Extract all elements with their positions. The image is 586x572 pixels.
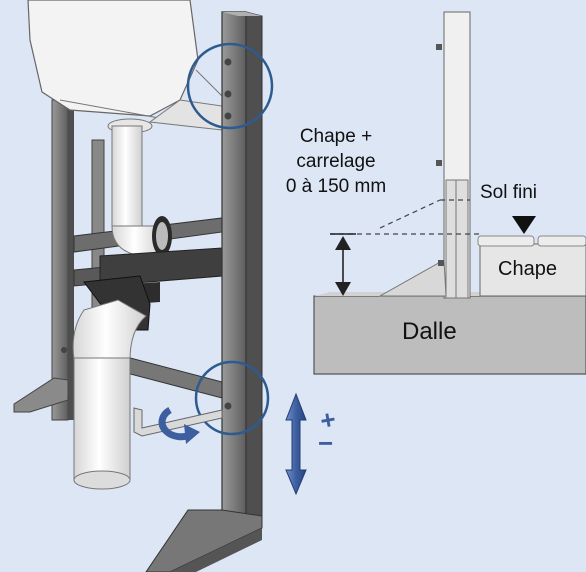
slab-label: Dalle [402,318,457,345]
screed-tile-line-3: 0 à 150 mm [285,176,387,197]
screed-label: Chape [498,258,557,280]
dimension-lines [330,199,480,235]
right-post [145,11,263,572]
screed-tile-label: Chape + carrelage 0 à 150 mm [268,124,404,199]
allen-key-icon [133,407,223,437]
finished-floor-marker-icon [512,216,536,234]
screws [61,58,232,410]
screed-tile-line-1: Chape + [299,126,373,147]
flush-pipe [107,118,172,257]
svg-text:+: + [318,404,338,436]
screed-tile-line-2: carrelage [296,151,376,172]
detail-circle-top [186,42,274,130]
cistern [27,0,223,131]
height-adjust-icon: + − [285,392,338,496]
left-post [13,99,74,421]
finished-floor-label: Sol fini [480,182,538,203]
section-post [378,11,471,299]
drain-bend [72,275,151,490]
svg-text:−: − [318,428,333,458]
height-dimension-arrow [335,236,351,296]
rotate-arrow-icon [158,406,200,444]
screed-block [477,235,586,297]
detail-circle-bottom [194,360,270,436]
